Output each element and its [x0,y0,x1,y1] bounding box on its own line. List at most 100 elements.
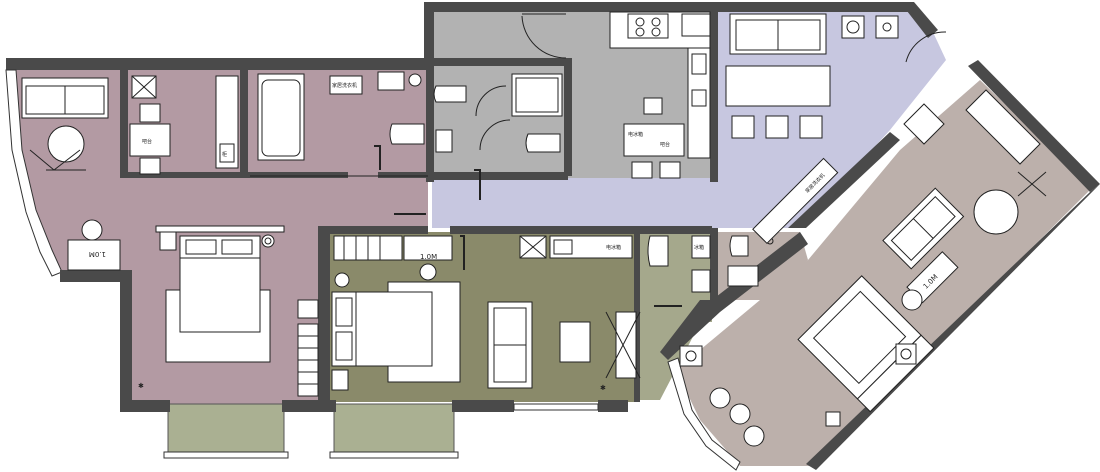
left-toilet [389,123,425,145]
stove [627,13,669,39]
plant-left: ✱ [138,382,144,390]
wall-top-kitchen [424,2,914,12]
right-bath-basin [727,265,759,287]
center-counter [549,235,633,259]
left-round-table [47,125,85,163]
dim-center-label: 1.0M [420,253,437,261]
right-dining-stool-2 [729,403,751,425]
bath1-sink [435,129,453,153]
center-tv-console [615,311,637,379]
grab-rail-4 [460,235,465,270]
right-closet [965,89,1041,165]
right-shower-box [903,103,945,145]
kitchen-stool-1 [643,97,663,115]
plant-center: ✱ [600,384,606,392]
left-balcony-rail [163,451,289,459]
shower-tray [511,73,563,117]
right-round-table [973,189,1019,235]
dining-stool-1 [731,115,755,139]
bathtub [257,73,305,161]
left-balcony [167,403,285,457]
dining-stool-2 [765,115,789,139]
wall-kitchen-left [426,62,434,182]
right-cabinet-row [752,157,839,245]
center-pillow-1 [335,297,353,327]
left-bed-pillow-2 [221,239,253,255]
wall-left-bath-bottom [248,172,348,178]
dining-stool-3 [799,115,823,139]
left-headboard-bar [155,225,285,233]
kitchen-sink [681,13,711,37]
kitchen-door-arc [521,15,567,59]
dining-appliance-1 [841,15,865,39]
wall-kitchen-right [710,12,718,182]
bar-chair-bottom [139,157,161,175]
kitchen-side-counter [687,47,711,159]
center-wardrobe-2 [403,235,453,261]
center-pillow-2 [335,331,353,361]
bar-chair-top [139,103,161,123]
kitchen-island [623,123,685,157]
wall-center-right [710,228,718,304]
left-bed [179,257,261,333]
laundry-unit [329,75,363,95]
dining-appliance-2 [875,15,899,39]
dim-left-label: 1.0M [89,250,106,258]
wall-bath-divider [564,60,572,176]
bath1-toilet [433,85,467,103]
center-bath-cabinet [691,235,711,259]
right-curved-window [667,357,741,471]
center-coffee-table [559,321,591,363]
wall-right-outer-upper [968,60,1100,192]
wall-kitchen-bottom [434,172,568,180]
wall-top-mid [424,2,434,62]
wall-interior-horiz-1 [318,226,428,234]
wall-right-inner-lower [660,232,808,360]
center-bath-sink [691,269,711,293]
right-stool [901,289,923,311]
right-dining-stool-3 [743,425,765,447]
bath1-door [475,85,507,117]
kitchen-stool-3 [659,161,681,179]
left-sink [377,71,405,91]
wall-bottom-1 [120,400,170,412]
wall-left-partition-3 [120,172,248,178]
center-bed [353,291,433,367]
right-bath-toilet [729,235,749,257]
wall-top-left [6,58,434,70]
left-bed-pillow-1 [185,239,217,255]
right-nightstand-2 [895,343,917,365]
dining-table [725,65,831,107]
right-corner-box [825,411,841,427]
center-bath-toilet [647,235,669,267]
center-nightstand [331,369,349,391]
right-bed-inner [812,290,907,385]
left-desk-small [297,299,319,319]
wall-left-lower-vertical [120,270,132,410]
wall-top-right-corner [900,2,938,38]
bar-table-label: 吧台 [142,138,152,145]
laundry-label: 家居洗衣机 [332,82,357,89]
center-balcony-rail [329,451,459,459]
wall-center-top [450,226,712,234]
right-dining-stool-1 [709,387,731,409]
right-wing-floor [676,80,1092,466]
wall-bottom-3 [452,400,514,412]
wall-bath-top [430,58,572,66]
grab-rail-2 [474,169,481,200]
wall-right-inner-diag [788,132,900,228]
wall-left-bath-bottom-2 [378,172,428,178]
right-nightstand-1 [679,345,703,367]
bath2-toilet [525,133,561,153]
wall-left-bottom [60,270,132,282]
kitchen-bar-label: 吧台 [660,141,670,148]
entry-door-arc [905,31,947,63]
center-bath-cabinet-label: 冰箱 [694,244,704,251]
wall-interior-vert-1 [318,228,330,404]
wall-left-partition-1 [120,70,128,176]
center-balcony [333,403,455,457]
center-window [513,403,599,411]
bar-table [129,123,171,157]
wall-left-partition-2 [240,70,248,176]
